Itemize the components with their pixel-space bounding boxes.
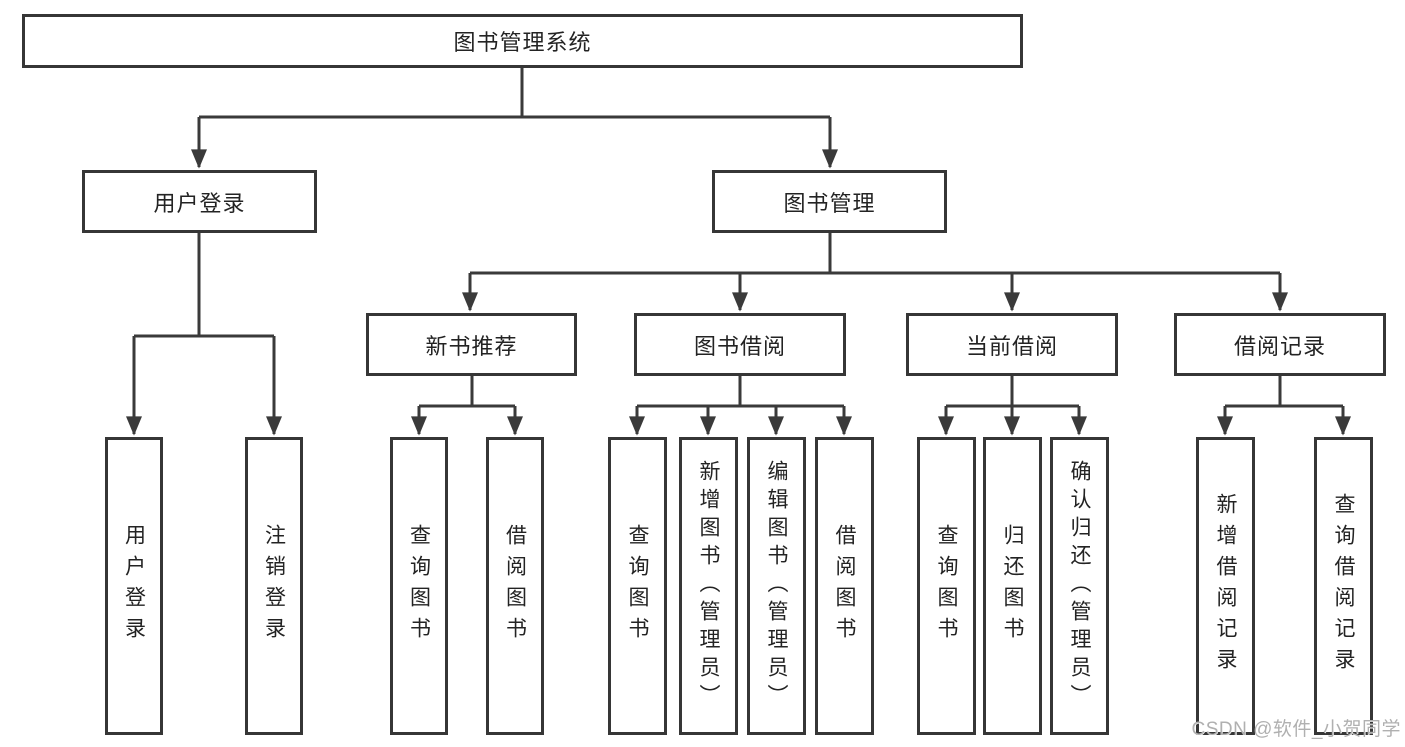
csdn-watermark: CSDN @软件_小贺同学 xyxy=(1191,719,1401,740)
leaf-logout: 注销登录 xyxy=(245,437,303,735)
node-book-borrowing: 图书借阅 xyxy=(634,313,846,376)
leaf-borrow-books-recommend: 借阅图书 xyxy=(486,437,544,735)
leaf-query-borrow-record: 查询借阅记录 xyxy=(1314,437,1373,735)
node-root-system: 图书管理系统 xyxy=(22,14,1023,68)
leaf-return-books: 归还图书 xyxy=(983,437,1042,735)
leaf-confirm-return-admin: 确认归还（管理员） xyxy=(1050,437,1109,735)
leaf-borrow-books: 借阅图书 xyxy=(815,437,874,735)
leaf-query-books-recommend: 查询图书 xyxy=(390,437,448,735)
leaf-query-books-current: 查询图书 xyxy=(917,437,976,735)
node-book-management: 图书管理 xyxy=(712,170,947,233)
node-new-book-recommend: 新书推荐 xyxy=(366,313,577,376)
leaf-user-login: 用户登录 xyxy=(105,437,163,735)
leaf-edit-books-admin: 编辑图书（管理员） xyxy=(747,437,806,735)
leaf-add-borrow-record: 新增借阅记录 xyxy=(1196,437,1255,735)
node-borrowing-records: 借阅记录 xyxy=(1174,313,1386,376)
node-user-login: 用户登录 xyxy=(82,170,317,233)
leaf-add-books-admin: 新增图书（管理员） xyxy=(679,437,738,735)
leaf-query-books-borrow: 查询图书 xyxy=(608,437,667,735)
node-current-borrowing: 当前借阅 xyxy=(906,313,1118,376)
